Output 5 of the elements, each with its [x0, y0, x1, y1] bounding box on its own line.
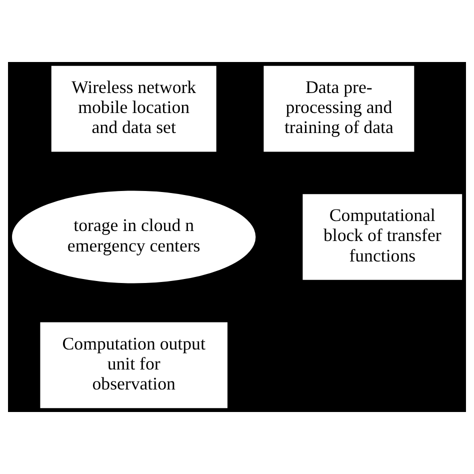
node-box: Computational block of transfer functions [302, 194, 462, 280]
node-ellipse: torage in cloud n emergency centers [12, 190, 256, 284]
node-box: Computation output unit for observation [40, 322, 228, 408]
node-box: Wireless network mobile location and data set [51, 66, 216, 152]
node-box: Data pre-processing and training of data [264, 66, 414, 152]
